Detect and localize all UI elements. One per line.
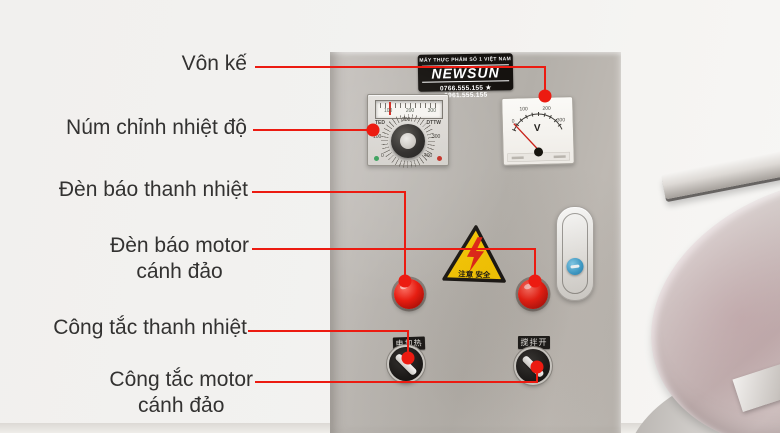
label-motor-light: Đèn báo motor cánh đảo: [110, 234, 249, 283]
cabinet-door-handle[interactable]: [556, 206, 594, 301]
dial-number: 200: [402, 117, 411, 123]
controller-brand: TED: [375, 120, 385, 126]
needle-pivot-screw: [534, 147, 544, 157]
control-panel-cabinet: MÁY THỰC PHẨM SỐ 1 VIỆT NAM NEWSUN 0766.…: [330, 52, 621, 433]
label-motor-switch: Công tắc motor cánh đảo: [109, 368, 253, 417]
brand-logo: NEWSUN: [421, 64, 510, 83]
label-temp-knob: Núm chỉnh nhiệt độ: [66, 116, 247, 139]
label-heater-switch: Công tắc thanh nhiệt: [53, 316, 247, 339]
dial-number: 100: [373, 134, 382, 140]
switch-handle: [521, 354, 545, 378]
temperature-controller: 100 200 300 TED DTTW 0 100 200 300 400: [367, 94, 449, 169]
temperature-knob[interactable]: [391, 124, 425, 158]
vm-scale-number: 0: [512, 119, 515, 125]
warning-text: 注意 安全: [458, 268, 491, 279]
vm-scale-number: 100: [519, 106, 528, 112]
dial-number: 300: [432, 134, 441, 140]
red-status-dot: [437, 156, 442, 161]
pot-rim-flange: [661, 145, 780, 200]
vm-scale-number: 200: [542, 106, 551, 112]
voltmeter-face: 0 100 200 300 V: [507, 106, 571, 163]
voltmeter-needle: [513, 123, 539, 151]
handle-outline: [562, 213, 588, 294]
heater-indicator-light: [394, 279, 424, 309]
high-voltage-warning-sticker: 注意 安全: [442, 224, 508, 284]
scale-ticks: [380, 103, 438, 108]
vm-scale-number: 300: [557, 117, 566, 123]
dial-number: 400: [424, 153, 433, 159]
scale-number: 300: [427, 108, 436, 114]
scale-number: 100: [384, 108, 393, 114]
motor-rotary-switch[interactable]: [516, 349, 550, 383]
motor-indicator-light: [518, 279, 548, 309]
scale-number: 200: [405, 108, 415, 114]
label-voltmeter: Vôn kế: [181, 52, 247, 75]
dial-number: 0: [381, 153, 384, 159]
scale-needle: [389, 102, 391, 115]
heater-rotary-switch[interactable]: [389, 347, 423, 381]
cooking-pot: [618, 130, 780, 433]
green-status-dot: [374, 156, 379, 161]
sticker-tagline: MÁY THỰC PHẨM SỐ 1 VIỆT NAM: [419, 56, 512, 64]
stirrer-switch-label: 搅拌开: [518, 336, 550, 349]
warning-triangle-icon: 注意 安全: [442, 225, 506, 283]
lock-button[interactable]: [566, 258, 584, 275]
switch-handle: [394, 352, 418, 376]
voltmeter-unit: V: [534, 123, 541, 134]
label-heater-light: Đèn báo thanh nhiệt: [58, 178, 248, 201]
brand-sticker: MÁY THỰC PHẨM SỐ 1 VIỆT NAM NEWSUN 0766.…: [417, 53, 514, 99]
controller-model: DTTW: [426, 120, 441, 126]
voltmeter: 0 100 200 300 V: [501, 96, 575, 166]
